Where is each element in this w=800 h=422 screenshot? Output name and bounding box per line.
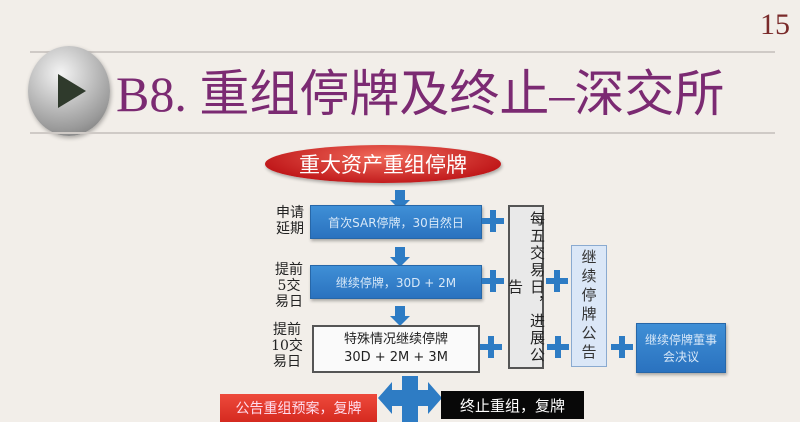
step-label: 提前5交易日: [275, 262, 303, 310]
plus-icon: [480, 336, 502, 358]
divider-top: [30, 51, 775, 53]
plus-icon: [482, 210, 504, 232]
step-label: 申请延期: [276, 205, 304, 237]
continue-notice-box: 继续停牌公告: [571, 245, 607, 367]
arrow-down-icon: [390, 247, 410, 267]
progress-notice-box: 每五交易日，进展公告: [506, 205, 546, 369]
outcome-resume-box: 公告重组预案，复牌: [220, 394, 377, 422]
board-resolution-box: 继续停牌董事会决议: [636, 323, 726, 373]
step-label: 提前10交易日: [271, 322, 303, 370]
slide-title: B8. 重组停牌及终止–深交所: [116, 66, 725, 122]
plus-icon: [547, 336, 569, 358]
page-number: 15: [760, 8, 790, 41]
plus-icon: [611, 336, 633, 358]
divider-bottom: [30, 132, 775, 134]
step-box-second: 继续停牌，30D + 2M: [310, 265, 482, 299]
plus-icon: [482, 270, 504, 292]
play-icon: [28, 46, 110, 136]
step-box-third: 特殊情况继续停牌 30D + 2M + 3M: [312, 325, 480, 373]
split-arrow-icon: [378, 376, 442, 422]
arrow-down-icon: [390, 306, 410, 326]
outcome-terminate-box: 终止重组，复牌: [441, 391, 584, 419]
plus-icon: [546, 270, 568, 292]
start-node: 重大资产重组停牌: [265, 145, 501, 183]
step-box-first: 首次SAR停牌，30自然日: [310, 205, 482, 239]
step-box-duration: 30D + 2M + 3M: [344, 350, 448, 365]
step-box-text: 特殊情况继续停牌: [343, 332, 448, 347]
